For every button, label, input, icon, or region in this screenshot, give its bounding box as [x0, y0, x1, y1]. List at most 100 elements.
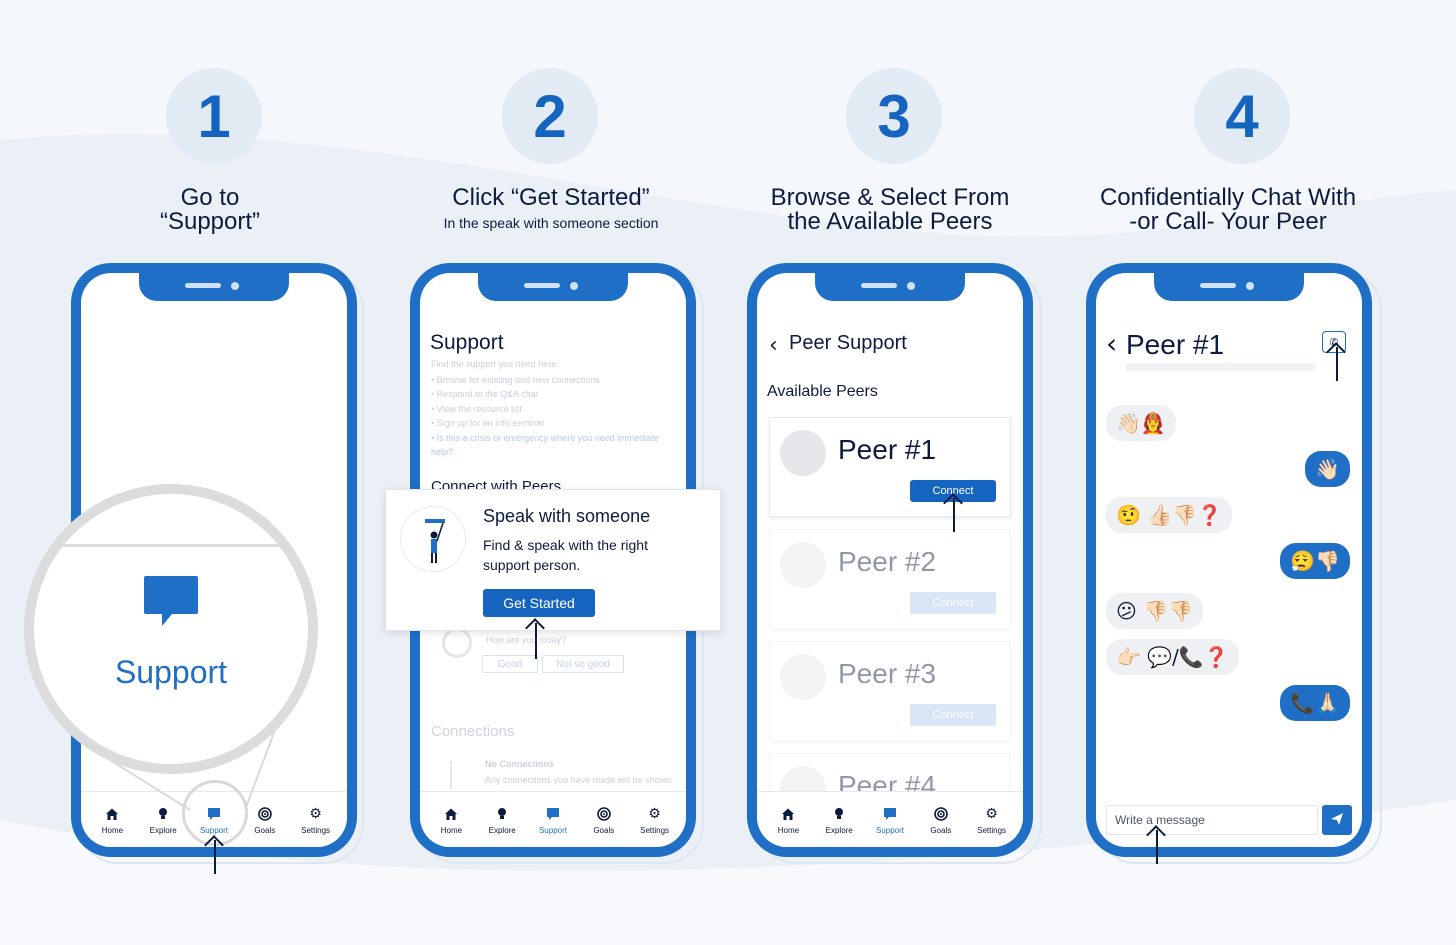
card-description: Find & speak with the right support pers… — [483, 537, 648, 573]
chevron-left-icon[interactable]: ‹ — [1106, 327, 1118, 360]
tab-explore[interactable]: Explore — [477, 805, 527, 835]
phone-icon: ✆ — [1329, 335, 1339, 349]
tab-settings[interactable]: ⚙ Settings — [291, 805, 341, 835]
chat-bubble-icon — [142, 574, 200, 634]
message-bubble-sent: 😮‍💨👎🏻 — [1280, 543, 1350, 579]
message-bubble-sent: 👋🏻 — [1305, 451, 1350, 487]
tab-label: Home — [101, 825, 124, 835]
message-bubble-received: 👋🏻👩‍🚒 — [1106, 405, 1176, 441]
peer-card-3[interactable]: Peer #3 Connect — [769, 641, 1011, 741]
home-icon — [781, 805, 795, 823]
tab-explore[interactable]: Explore — [814, 805, 864, 835]
empty-illustration — [450, 761, 464, 789]
tab-label: Settings — [977, 825, 1007, 835]
step-number-3: 3 — [846, 68, 942, 164]
target-icon — [933, 805, 948, 823]
peer-name: Peer #2 — [838, 546, 937, 577]
tab-settings[interactable]: ⚙ Settings — [630, 805, 680, 835]
support-intro: Find the support you need here. — [431, 359, 559, 369]
connect-button[interactable]: Connect — [910, 704, 996, 726]
tab-home[interactable]: Home — [763, 805, 813, 835]
no-connections-title: No Connections — [485, 759, 554, 769]
bullet-item[interactable]: • Browse for existing and new connection… — [431, 375, 600, 385]
step-number-1: 1 — [166, 68, 262, 164]
tab-support[interactable]: Support — [865, 805, 915, 835]
tab-label: Goals — [593, 825, 615, 835]
connections-heading: Connections — [431, 723, 515, 740]
tab-label: Explore — [825, 825, 853, 835]
lightbulb-icon — [834, 805, 844, 823]
zoom-support-label: Support — [114, 654, 228, 690]
bullet-item[interactable]: • Sign up for an info seminar — [431, 418, 545, 429]
tab-home[interactable]: Home — [426, 805, 476, 835]
phone-notch — [815, 273, 965, 301]
page-title: Support — [430, 331, 504, 354]
header-divider — [1126, 363, 1316, 371]
tab-label: Explore — [149, 825, 177, 835]
tab-explore[interactable]: Explore — [138, 805, 188, 835]
mood-bad-button[interactable]: Not so good — [542, 655, 624, 673]
tab-label: Goals — [930, 825, 952, 835]
phone-4-screen: ‹ Peer #1 ✆ 👋🏻👩‍🚒👋🏻🤨 👍🏻👎🏻❓😮‍💨👎🏻😕 👎🏻👎🏻👉🏻 … — [1096, 273, 1362, 847]
phone-notch — [1154, 273, 1304, 301]
home-icon — [444, 805, 458, 823]
zoom-divider — [34, 544, 308, 547]
tab-label: Home — [440, 825, 463, 835]
message-bubble-received: 🤨 👍🏻👎🏻❓ — [1106, 497, 1232, 533]
mood-good-button[interactable]: Good — [482, 655, 538, 673]
connect-button[interactable]: Connect — [910, 480, 996, 502]
tab-label: Support — [538, 825, 567, 835]
lightbulb-icon — [158, 805, 168, 823]
arrow-pointer-1 — [214, 840, 216, 874]
message-bubble-sent: 📞🙏🏻 — [1280, 685, 1350, 721]
bullet-item[interactable]: • View the resource list — [431, 403, 523, 414]
card-title: Speak with someone — [483, 506, 651, 526]
bullet-item[interactable]: • Is this a crisis or emergency where yo… — [431, 432, 659, 458]
avatar — [780, 654, 826, 700]
tab-label: Home — [777, 825, 800, 835]
arrow-pointer-4-input — [1156, 830, 1158, 864]
gear-icon: ⚙ — [985, 805, 998, 822]
home-icon — [105, 805, 119, 823]
support-zoom-circle: Support — [24, 484, 318, 774]
peer-card-2[interactable]: Peer #2 Connect — [769, 529, 1011, 629]
avatar — [780, 430, 826, 476]
tab-goals[interactable]: Goals — [916, 805, 966, 835]
tab-support[interactable]: Support — [528, 805, 578, 835]
phone-notch — [139, 273, 289, 301]
phone-3-screen: ‹ Peer Support Available Peers Peer #1 C… — [757, 273, 1023, 847]
tab-bar: Home Explore Support Goals ⚙ Settings — [757, 791, 1023, 847]
peer-name: Peer #1 — [838, 434, 937, 465]
bullet-item[interactable]: • Respond to the Q&A chat — [431, 389, 539, 400]
target-icon — [596, 805, 611, 823]
support-bullet-list: • Browse for existing and new connection… — [431, 373, 671, 459]
arrow-pointer-2 — [535, 623, 537, 659]
target-icon — [257, 805, 272, 823]
tab-goals[interactable]: Goals — [579, 805, 629, 835]
step-title-4: Confidentially Chat With -or Call- Your … — [1099, 184, 1357, 235]
person-illustration-icon — [400, 506, 466, 572]
peer-card-1[interactable]: Peer #1 Connect — [769, 417, 1011, 517]
chevron-left-icon[interactable]: ‹ — [769, 333, 778, 358]
phone-3: ‹ Peer Support Available Peers Peer #1 C… — [747, 263, 1033, 857]
lightbulb-icon — [497, 805, 507, 823]
step-title-1: Go to “Support” — [159, 184, 261, 235]
tab-settings[interactable]: ⚙ Settings — [967, 805, 1017, 835]
tab-bar: Home Explore Support Goals ⚙ Settings — [420, 791, 686, 847]
connect-button[interactable]: Connect — [910, 592, 996, 614]
step-number-4: 4 — [1194, 68, 1290, 164]
arrow-pointer-3 — [953, 498, 955, 532]
gear-icon: ⚙ — [648, 805, 661, 822]
tab-goals[interactable]: Goals — [240, 805, 290, 835]
get-started-button[interactable]: Get Started — [483, 589, 595, 617]
tab-label: Settings — [640, 825, 670, 835]
send-button[interactable] — [1322, 805, 1352, 835]
chat-messages: 👋🏻👩‍🚒👋🏻🤨 👍🏻👎🏻❓😮‍💨👎🏻😕 👎🏻👎🏻👉🏻 💬/📞❓📞🙏🏻 — [1096, 273, 1362, 773]
tab-label: Support — [875, 825, 904, 835]
speak-with-someone-card[interactable]: Speak with someone Find & speak with the… — [385, 489, 721, 631]
message-input[interactable]: Write a message — [1106, 805, 1318, 835]
tab-home[interactable]: Home — [87, 805, 137, 835]
phone-4: ‹ Peer #1 ✆ 👋🏻👩‍🚒👋🏻🤨 👍🏻👎🏻❓😮‍💨👎🏻😕 👎🏻👎🏻👉🏻 … — [1086, 263, 1372, 857]
send-icon — [1330, 811, 1344, 830]
